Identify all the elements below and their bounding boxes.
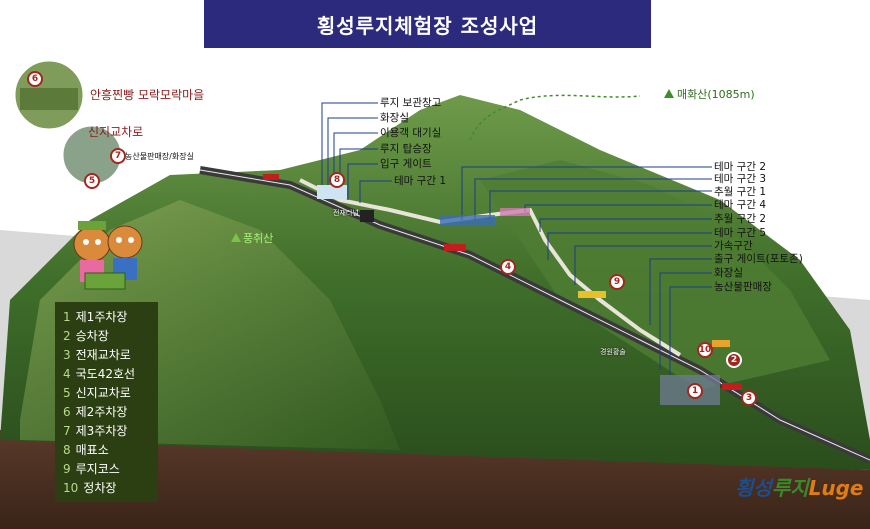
marker-5: 5 bbox=[84, 173, 100, 189]
facility-label-2: 화장실 bbox=[380, 112, 409, 124]
bus-red-2 bbox=[263, 174, 279, 180]
peak-label-maehwa: 매화산(1085m) bbox=[677, 88, 755, 101]
legend-num: 2 bbox=[63, 329, 71, 343]
legend-num: 10 bbox=[63, 481, 79, 495]
brand-part-1: 횡성 bbox=[735, 476, 772, 500]
legend-num: 8 bbox=[63, 443, 71, 457]
right-label-6: 테마 구간 5 bbox=[714, 227, 766, 239]
maehwa-peak-icon bbox=[664, 89, 674, 98]
soil-base bbox=[0, 430, 870, 529]
facility-label-1: 루지 보관창고 bbox=[380, 97, 442, 109]
page-title: 횡성루지체험장 조성사업 bbox=[204, 0, 651, 48]
peak-label-pungchwi: 풍취산 bbox=[243, 232, 274, 245]
legend-num: 1 bbox=[63, 310, 71, 324]
facility-building bbox=[317, 185, 347, 199]
right-label-3: 추월 구간 1 bbox=[714, 186, 766, 198]
facility-label-5: 입구 게이트 bbox=[380, 158, 432, 170]
legend-label: 승차장 bbox=[75, 329, 109, 343]
marker-1: 1 bbox=[687, 383, 703, 399]
bus-yellow bbox=[578, 291, 606, 298]
marker-8: 8 bbox=[329, 172, 345, 188]
theme-zone-pink bbox=[500, 208, 530, 216]
legend-item: 1 제1주차장 bbox=[63, 308, 158, 327]
legend-label: 정차장 bbox=[83, 481, 117, 495]
legend-item: 8 매표소 bbox=[63, 441, 158, 460]
leader-lines bbox=[321, 102, 712, 375]
right-label-8: 출구 게이트(포토존) bbox=[714, 253, 803, 265]
facility-label-3: 이용객 대기실 bbox=[380, 127, 442, 139]
legend-label: 매표소 bbox=[75, 443, 109, 457]
legend-label: 전재교차로 bbox=[75, 348, 131, 362]
right-label-9: 화장실 bbox=[714, 267, 743, 279]
map-legend: 1 제1주차장 2 승차장 3 전재교차로 4 국도42호선 5 신지교차로 6 제2주차장… bbox=[55, 302, 158, 502]
pungchwi-peak-icon bbox=[231, 233, 241, 242]
tunnel-label: 전재터널 bbox=[333, 209, 359, 217]
right-label-10: 농산물판매장 bbox=[714, 281, 772, 293]
intersection-label: 신지교차로 bbox=[88, 125, 144, 139]
legend-label: 제2주차장 bbox=[75, 405, 128, 419]
bus-red-3 bbox=[722, 383, 742, 390]
legend-label: 신지교차로 bbox=[75, 386, 131, 400]
marker-2: 2 bbox=[726, 352, 742, 368]
legend-item: 9 루지코스 bbox=[63, 460, 158, 479]
legend-label: 제1주차장 bbox=[75, 310, 128, 324]
legend-item: 7 제3주차장 bbox=[63, 422, 158, 441]
mascot-illustration bbox=[73, 221, 143, 290]
bus-yellow-2 bbox=[712, 340, 730, 347]
legend-label: 루지코스 bbox=[75, 462, 120, 476]
legend-item: 10 정차장 bbox=[63, 479, 158, 498]
right-label-4: 테마 구간 4 bbox=[714, 199, 766, 211]
right-label-5: 추월 구간 2 bbox=[714, 213, 766, 225]
village2-label: 경원황술 bbox=[600, 348, 626, 356]
brand-part-2: 루지 bbox=[771, 476, 809, 500]
brand-part-3: Luge bbox=[808, 476, 864, 500]
marker-9: 9 bbox=[609, 274, 625, 290]
marker-3: 3 bbox=[741, 390, 757, 406]
store-label: 농산물판매장/화장실 bbox=[125, 152, 194, 161]
right-label-1: 테마 구간 2 bbox=[714, 161, 766, 173]
right-label-2: 테마 구간 3 bbox=[714, 173, 766, 185]
brand-logo: 횡성루지Luge bbox=[735, 472, 864, 501]
legend-item: 3 전재교차로 bbox=[63, 346, 158, 365]
legend-item: 5 신지교차로 bbox=[63, 384, 158, 403]
legend-item: 4 국도42호선 bbox=[63, 365, 158, 384]
marker-6: 6 bbox=[27, 71, 43, 87]
legend-num: 9 bbox=[63, 462, 71, 476]
legend-num: 5 bbox=[63, 386, 71, 400]
marker-4: 4 bbox=[500, 259, 516, 275]
marker-10: 10 bbox=[697, 342, 713, 358]
hiking-trail bbox=[469, 94, 641, 141]
ridge-right bbox=[480, 160, 830, 390]
legend-label: 제3주차장 bbox=[75, 424, 128, 438]
right-label-7: 가속구간 bbox=[714, 240, 753, 252]
legend-num: 4 bbox=[63, 367, 71, 381]
legend-item: 2 승차장 bbox=[63, 327, 158, 346]
facility-label-6: 테마 구간 1 bbox=[394, 175, 446, 187]
legend-num: 6 bbox=[63, 405, 71, 419]
tunnel-mouth bbox=[360, 210, 374, 222]
facility-label-4: 루지 탑승장 bbox=[380, 143, 432, 155]
legend-num: 7 bbox=[63, 424, 71, 438]
bus-red bbox=[444, 244, 466, 251]
legend-label: 국도42호선 bbox=[75, 367, 136, 381]
theme-zone-blue bbox=[440, 215, 495, 225]
marker-7: 7 bbox=[110, 148, 126, 164]
legend-item: 6 제2주차장 bbox=[63, 403, 158, 422]
legend-num: 3 bbox=[63, 348, 71, 362]
village-label: 안흥찐빵 모락모락마을 bbox=[90, 88, 205, 102]
